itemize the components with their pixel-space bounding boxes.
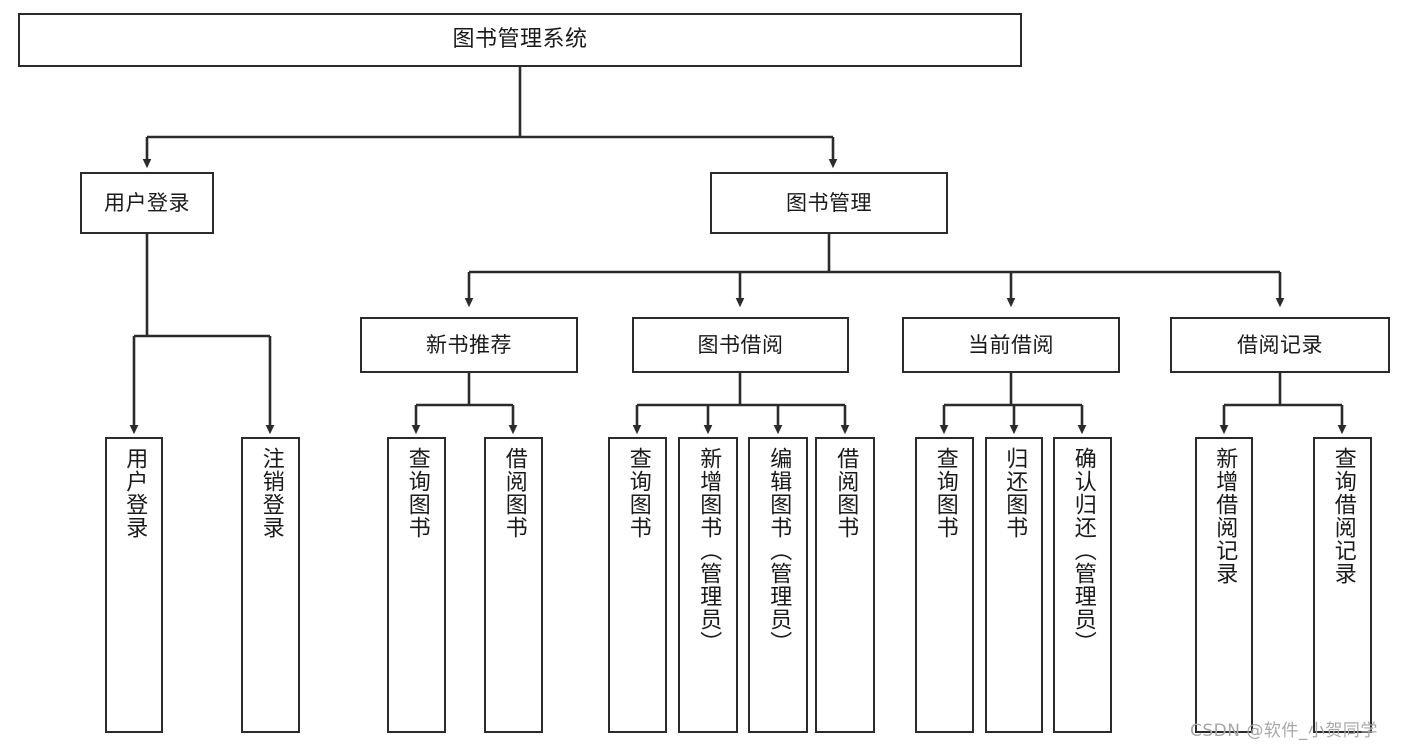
leaf-borrow-record-query-record[interactable]: 查询借阅记录 — [1313, 437, 1372, 733]
node-label: 借阅图书 — [833, 447, 859, 539]
leaf-book-borrow-query-book[interactable]: 查询图书 — [608, 437, 667, 733]
node-label: 借阅记录 — [1237, 332, 1323, 357]
leaf-new-book-query-book[interactable]: 查询图书 — [387, 437, 446, 733]
node-new-book-recommend[interactable]: 新书推荐 — [360, 317, 578, 373]
node-label: 图书管理系统 — [452, 26, 588, 52]
node-label: 当前借阅 — [968, 332, 1054, 357]
node-label: 查询图书 — [932, 447, 958, 539]
node-user-login[interactable]: 用户登录 — [80, 172, 214, 234]
node-label: 图书管理 — [786, 190, 872, 215]
node-label: 注销登录 — [258, 447, 284, 539]
node-label: 归还图书 — [1002, 447, 1028, 539]
node-label: 新增借阅记录 — [1212, 447, 1238, 585]
leaf-book-borrow-edit-book-admin[interactable]: 编辑图书（管理员） — [748, 437, 808, 733]
leaf-current-borrow-return-book[interactable]: 归还图书 — [985, 437, 1043, 733]
leaf-book-borrow-borrow-book[interactable]: 借阅图书 — [815, 437, 875, 733]
leaf-borrow-record-add-record[interactable]: 新增借阅记录 — [1195, 437, 1253, 733]
node-root-book-management-system[interactable]: 图书管理系统 — [18, 13, 1022, 67]
node-label: 查询图书 — [625, 447, 651, 539]
node-label: 用户登录 — [122, 447, 148, 539]
node-label: 查询图书 — [404, 447, 430, 539]
node-label: 新增图书（管理员） — [696, 447, 722, 654]
leaf-current-borrow-confirm-return-admin[interactable]: 确认归还（管理员） — [1053, 437, 1112, 733]
node-borrow-record[interactable]: 借阅记录 — [1170, 317, 1390, 373]
node-label: 图书借阅 — [697, 332, 784, 357]
node-label: 查询借阅记录 — [1330, 447, 1356, 585]
node-label: 借阅图书 — [501, 447, 527, 539]
leaf-user-login-login[interactable]: 用户登录 — [105, 437, 163, 733]
leaf-user-login-logout[interactable]: 注销登录 — [241, 437, 300, 733]
node-label: 确认归还（管理员） — [1070, 447, 1096, 654]
node-current-borrow[interactable]: 当前借阅 — [902, 317, 1120, 373]
node-book-borrow[interactable]: 图书借阅 — [632, 317, 849, 373]
leaf-new-book-borrow-book[interactable]: 借阅图书 — [484, 437, 543, 733]
node-label: 新书推荐 — [426, 332, 512, 357]
node-label: 用户登录 — [104, 190, 190, 215]
node-book-management[interactable]: 图书管理 — [710, 172, 948, 234]
watermark-text: CSDN @软件_小贺同学 — [1190, 721, 1378, 741]
leaf-book-borrow-add-book-admin[interactable]: 新增图书（管理员） — [678, 437, 738, 733]
node-label: 编辑图书（管理员） — [766, 447, 792, 654]
leaf-current-borrow-query-book[interactable]: 查询图书 — [915, 437, 974, 733]
